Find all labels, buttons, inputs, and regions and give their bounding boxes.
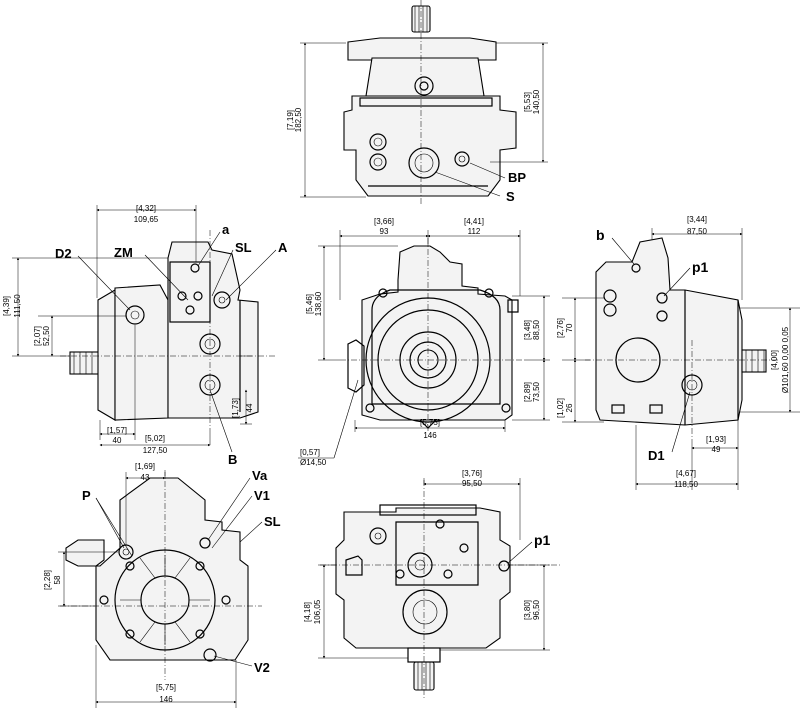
dim-bc-w-mm: 95,50 [462,479,483,488]
dim-right-b1-in: [1,93] [706,435,726,444]
bottom-center-view: [3,76] 95,50 [4,18] 106,05 [3,80] 96,50 … [303,469,560,700]
port-label-zm: ZM [114,245,133,260]
left-view: [4,32] 109,65 [4,39] 111,50 [2,07] 52,50… [2,204,288,467]
dim-ctr-d-in: [0,57] [300,448,320,457]
dim-ctr-d-mm: Ø14,50 [300,458,327,467]
dim-top-right-mm: 140,50 [532,89,541,114]
dim-top-height-mm: 182,50 [294,107,303,132]
dim-right-r-mm: Ø101,60 0,00 0,05 [781,326,790,393]
port-label-p: P [82,488,91,503]
bottom-left-view: [1,69] 43 [2,28] 58 [5,75] 146 P Va V1 S… [43,462,281,708]
dim-bc-h1-in: [4,18] [303,602,312,622]
dim-ctr-w2-in: [4,41] [464,217,484,226]
port-label-d2: D2 [55,246,72,261]
port-label-sl-2: SL [264,514,281,529]
dim-left-b1-in: [1,57] [107,426,127,435]
dim-bl-b-mm: 146 [159,695,173,704]
dim-left-b1-mm: 40 [113,436,122,445]
dim-bl-w-in: [1,69] [135,462,155,471]
dim-left-h1-in: [4,39] [2,296,11,316]
dim-right-w-mm: 87,50 [687,227,708,236]
dim-ctr-h1-mm: 138,60 [314,291,323,316]
port-label-b: B [228,452,237,467]
dim-bl-h-in: [2,28] [43,570,52,590]
dim-bl-b-in: [5,75] [156,683,176,692]
dim-ctr-w2-mm: 112 [468,227,481,236]
dim-top-height-in: [7,19] [286,110,295,130]
dim-right-h1-in: [2,76] [556,318,565,338]
port-label-sl: SL [235,240,252,255]
dim-top-right-in: [5,53] [523,92,532,112]
dim-ctr-b-mm: 146 [423,431,437,440]
dim-left-width-in: [4,32] [136,204,156,213]
dim-ctr-r2-in: [2,89] [523,382,532,402]
dim-bc-r-mm: 96,50 [532,599,541,620]
top-view: [7,19] 182,50 [5,53] 140,50 BP S [286,0,548,204]
port-label-s: S [506,189,515,204]
right-view: [3,44] 87,50 [2,76] 70 [1,02] 26 [4,00] … [556,215,800,490]
dim-bc-r-in: [3,80] [523,600,532,620]
dim-left-r-in: [1,73] [231,398,240,418]
port-label-p1: p1 [692,259,709,275]
dim-ctr-w1-in: [3,66] [374,217,394,226]
dim-right-h2-mm: 26 [565,403,574,412]
port-label-v1: V1 [254,488,270,503]
dim-left-h2-mm: 52,50 [42,325,51,346]
port-label-a: A [278,240,288,255]
dim-left-h2-in: [2,07] [33,326,42,346]
dim-bc-w-in: [3,76] [462,469,482,478]
dim-ctr-r1-in: [3,48] [523,320,532,340]
dim-ctr-h1-in: [5,46] [305,294,314,314]
dim-right-h2-in: [1,02] [556,398,565,418]
dim-left-b2-in: [5,02] [145,434,165,443]
dim-right-b2-in: [4,67] [676,469,696,478]
port-label-va: Va [252,468,268,483]
dim-left-r-mm: 44 [245,403,254,412]
dim-right-b1-mm: 49 [712,445,721,454]
dim-bl-h-mm: 58 [53,575,62,584]
port-label-v2: V2 [254,660,270,675]
dim-right-r-in: [4,00] [770,350,779,370]
dim-left-width-mm: 109,65 [134,215,159,224]
port-label-b-small: b [596,227,605,243]
dim-right-w-in: [3,44] [687,215,707,224]
dim-left-b2-mm: 127,50 [143,446,168,455]
port-label-d1: D1 [648,448,665,463]
dim-ctr-r2-mm: 73,50 [532,381,541,402]
dim-ctr-w1-mm: 93 [380,227,389,236]
dim-bc-h1-mm: 106,05 [313,599,322,624]
port-label-bp: BP [508,170,526,185]
center-view: [3,66] 93 [4,41] 112 [5,46] 138,60 [3,48… [298,217,550,467]
dim-bl-w-mm: 43 [141,473,150,482]
dim-right-h1-mm: 70 [565,323,574,332]
dim-ctr-r1-mm: 88,50 [532,319,541,340]
dim-ctr-b-in: [5,75] [420,418,440,427]
dim-left-h1-mm: 111,50 [13,294,22,318]
port-label-p1-bottom: p1 [534,532,551,548]
dim-right-b2-mm: 118,50 [674,480,698,489]
port-label-a-small: a [222,222,230,237]
